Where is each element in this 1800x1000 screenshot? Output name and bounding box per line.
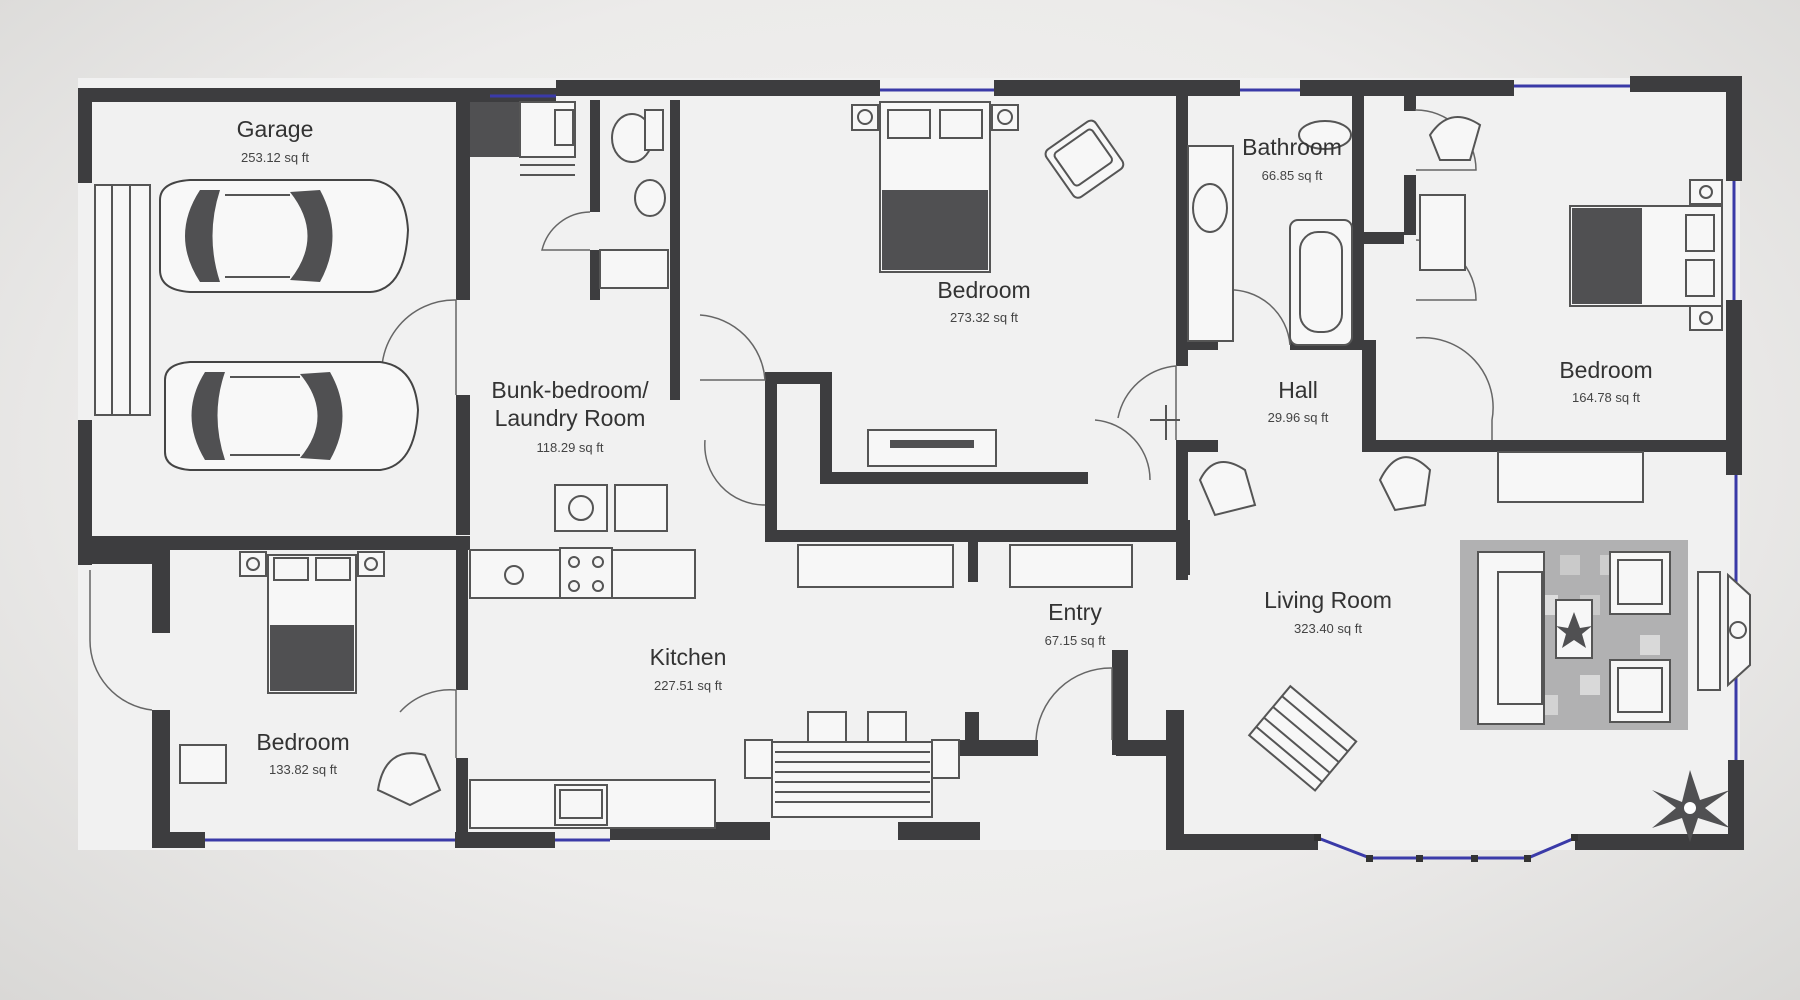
laundry-fixtures bbox=[470, 101, 669, 532]
kitchen-fixtures bbox=[469, 544, 1133, 829]
plant-icon bbox=[1652, 770, 1730, 842]
armchair-icon bbox=[1044, 119, 1125, 199]
room-name-entry: Entry bbox=[1048, 599, 1102, 625]
bay-window bbox=[1317, 836, 1576, 860]
dining-table-icon bbox=[771, 741, 933, 818]
armchair-icon bbox=[1198, 461, 1257, 517]
chair-icon bbox=[931, 739, 960, 779]
living-room-furniture bbox=[1198, 461, 1751, 842]
room-area-main-bedroom: 273.32 sq ft bbox=[950, 310, 1018, 325]
chair-icon bbox=[867, 711, 907, 743]
car-icon bbox=[159, 179, 410, 293]
armchair-icon bbox=[376, 752, 442, 807]
chair-icon bbox=[807, 711, 847, 743]
toilet-icon bbox=[1298, 120, 1352, 150]
shower-icon bbox=[599, 249, 669, 289]
main-bedroom-furniture bbox=[851, 101, 1125, 467]
nightstand-icon bbox=[357, 551, 385, 577]
room-name-garage: Garage bbox=[237, 116, 314, 142]
closet-shelf bbox=[797, 544, 954, 588]
room-name-living: Living Room bbox=[1264, 587, 1392, 613]
west-bedroom-furniture bbox=[179, 551, 442, 807]
room-area-west-bedroom: 133.82 sq ft bbox=[269, 762, 337, 777]
room-labels: Garage 253.12 sq ft Bunk-bedroom/ Laundr… bbox=[237, 116, 1653, 777]
dresser-icon bbox=[179, 744, 227, 784]
doors bbox=[89, 109, 1494, 758]
chair-icon bbox=[744, 739, 773, 779]
room-name-west-bedroom: Bedroom bbox=[256, 729, 349, 755]
garage-shelf bbox=[94, 184, 151, 416]
room-area-entry: 67.15 sq ft bbox=[1045, 633, 1106, 648]
sink-icon bbox=[1192, 183, 1228, 233]
dresser-icon bbox=[1419, 194, 1466, 271]
bathroom-fixtures bbox=[1187, 120, 1353, 346]
room-area-east-bedroom: 164.78 sq ft bbox=[1572, 390, 1640, 405]
car-icon bbox=[164, 361, 420, 471]
room-area-hall: 29.96 sq ft bbox=[1268, 410, 1329, 425]
reading-chair-icon bbox=[1247, 684, 1358, 792]
room-area-garage: 253.12 sq ft bbox=[241, 150, 309, 165]
east-bedroom-furniture bbox=[1378, 116, 1723, 512]
room-name-kitchen: Kitchen bbox=[650, 644, 727, 670]
room-name-hall: Hall bbox=[1278, 377, 1318, 403]
room-name-main-bedroom: Bedroom bbox=[937, 277, 1030, 303]
closet-shelf bbox=[1009, 544, 1133, 588]
windows bbox=[205, 84, 1738, 842]
room-area-kitchen: 227.51 sq ft bbox=[654, 678, 722, 693]
outer-walls bbox=[78, 76, 1744, 850]
stove-icon bbox=[559, 547, 613, 599]
room-name-east-bedroom: Bedroom bbox=[1559, 357, 1652, 383]
room-area-bathroom: 66.85 sq ft bbox=[1262, 168, 1323, 183]
desk-icon bbox=[1497, 451, 1644, 503]
room-name-laundry-2: Laundry Room bbox=[495, 405, 646, 431]
garage-room bbox=[94, 179, 420, 471]
room-area-laundry: 118.29 sq ft bbox=[537, 440, 604, 455]
armchair-icon bbox=[1428, 116, 1482, 161]
room-name-bathroom: Bathroom bbox=[1242, 134, 1342, 160]
sink-icon bbox=[634, 179, 666, 217]
interior-walls bbox=[92, 96, 1728, 848]
chair-icon bbox=[1378, 456, 1432, 512]
room-area-living: 323.40 sq ft bbox=[1294, 621, 1362, 636]
room-name-laundry-1: Bunk-bedroom/ bbox=[491, 377, 649, 403]
